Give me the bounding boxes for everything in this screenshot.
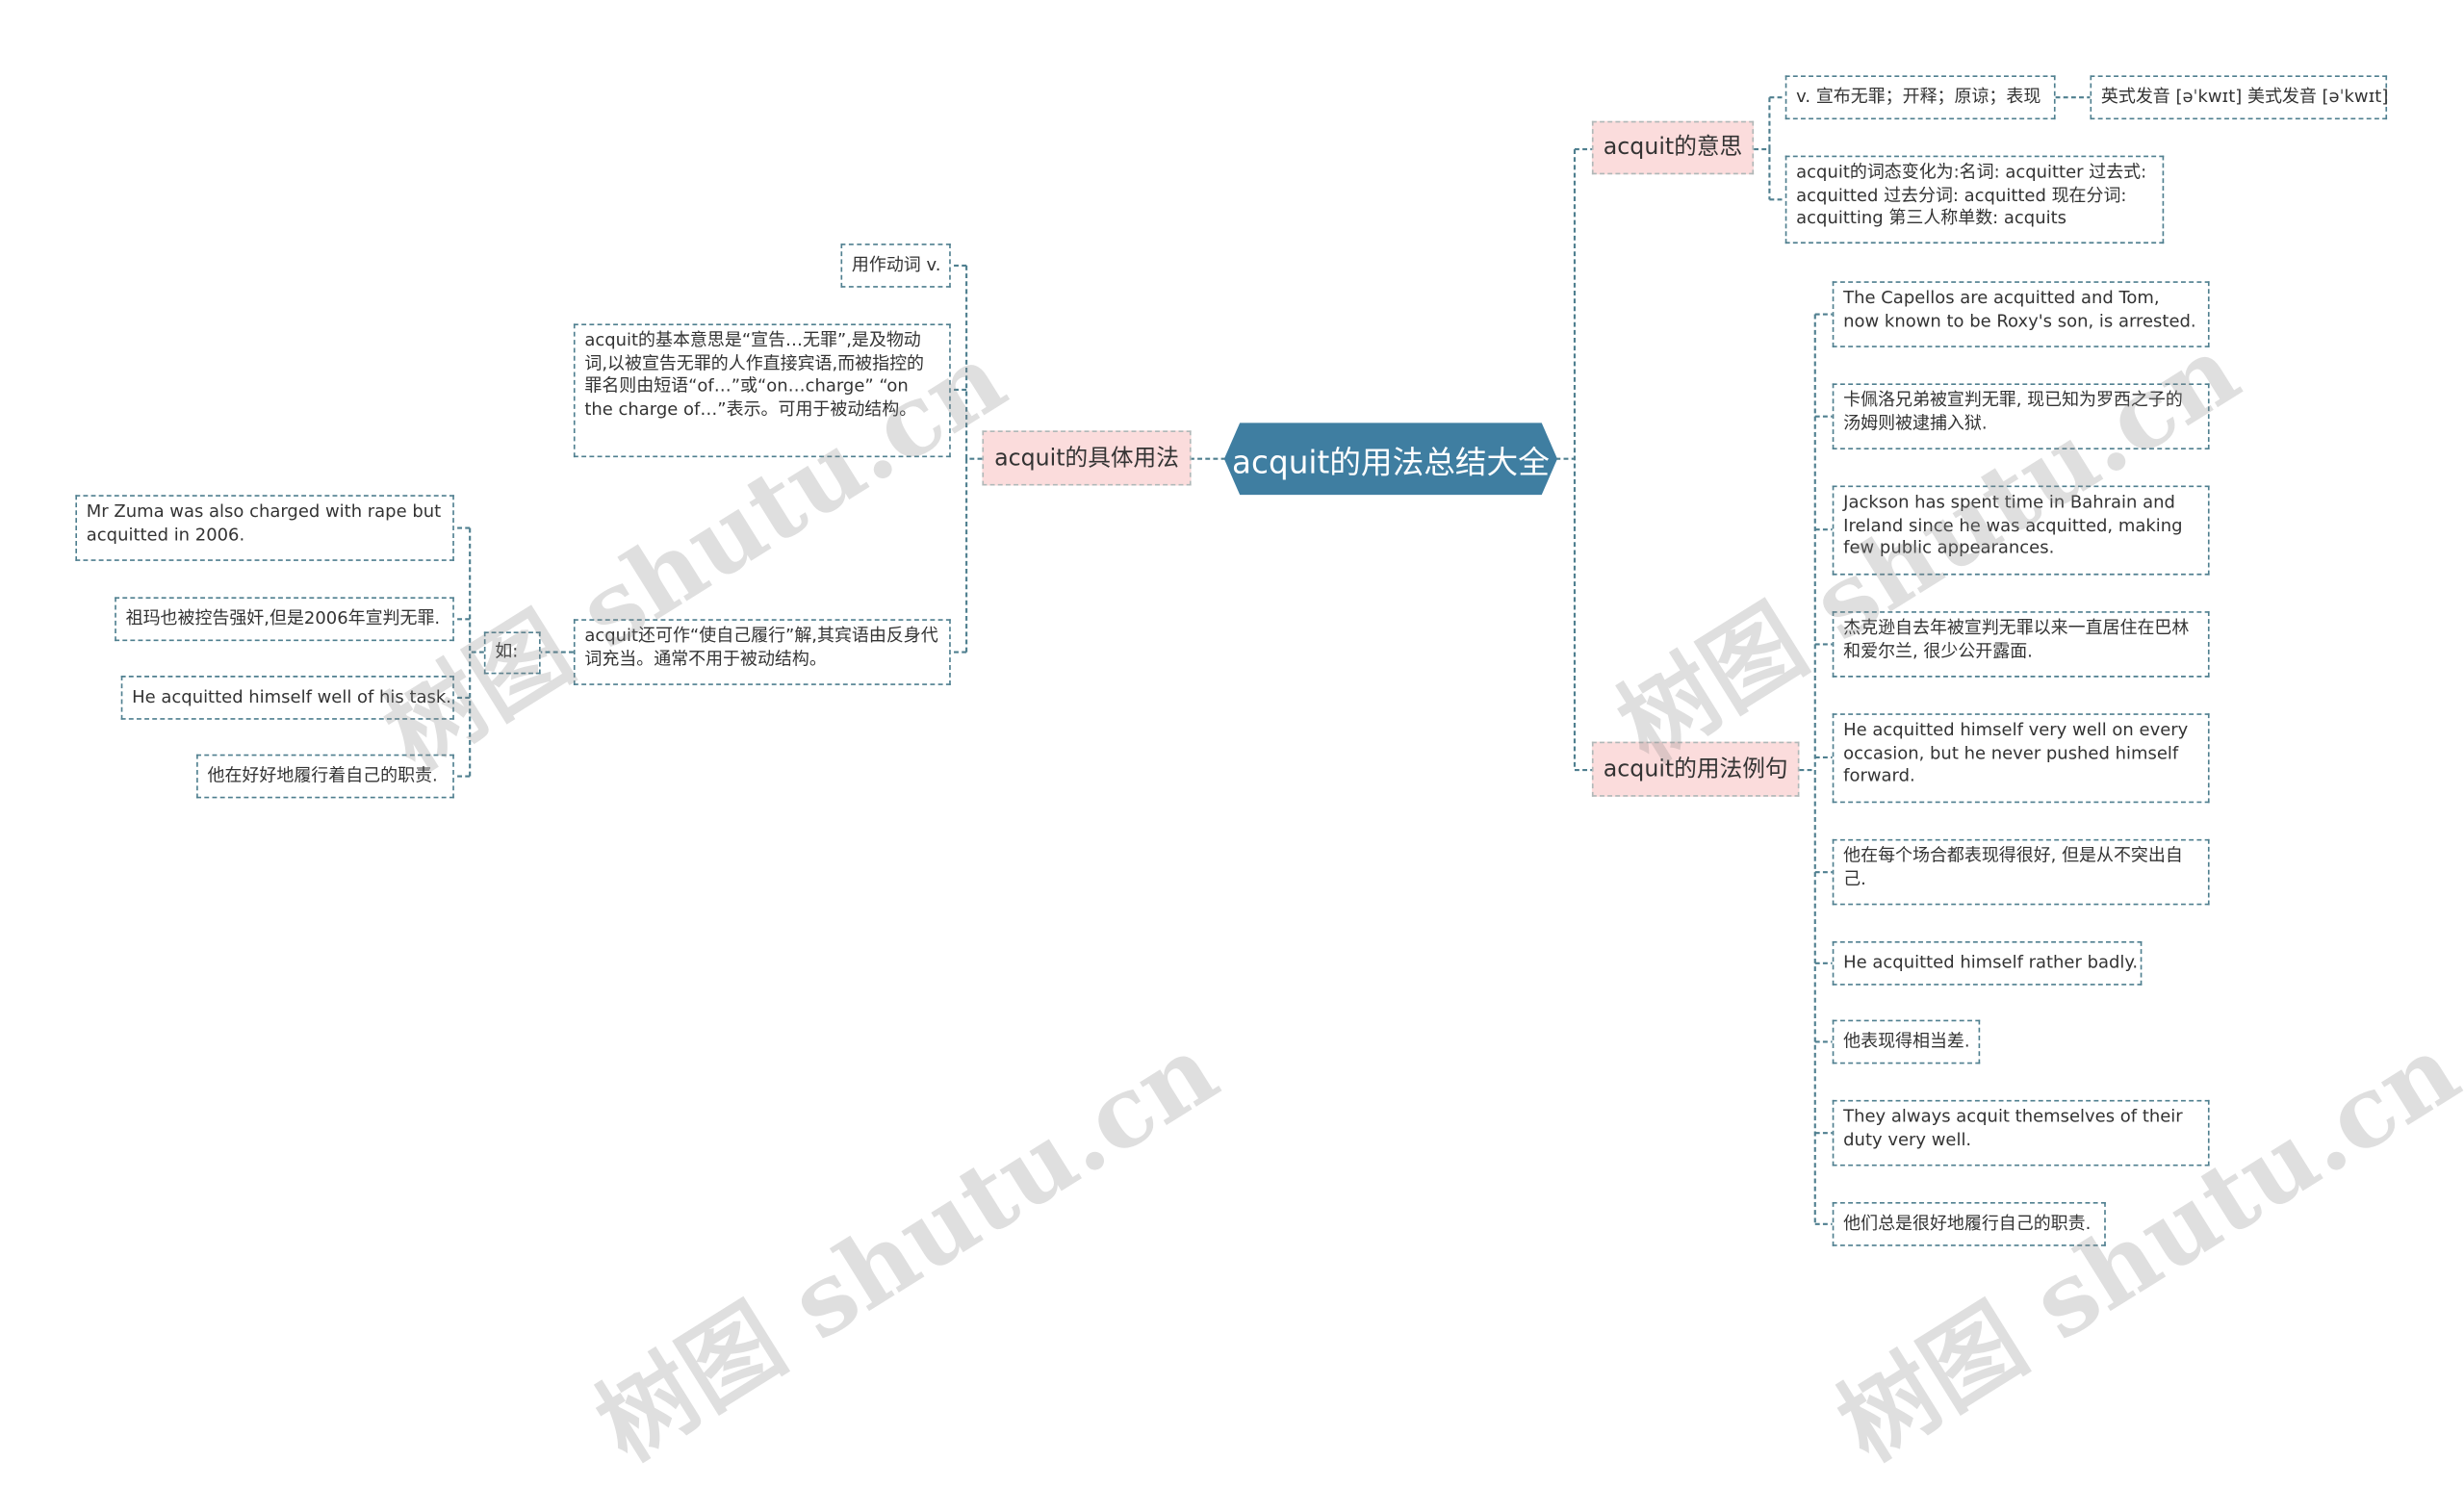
example-sentence-4[interactable]: 杰克逊自去年被宣判无罪以来一直居住在巴林和爱尔兰, 很少公开露面. [1832, 611, 2210, 678]
link-meaning-spine [1754, 97, 1771, 200]
root-node[interactable]: acquit的用法总结大全 [1223, 423, 1558, 496]
usage-reflexive[interactable]: acquit还可作“使自己履行”解,其宾语由反身代词充当。通常不用于被动结构。 [573, 619, 951, 685]
mindmap-canvas: acquit的用法总结大全 acquit的意思 v. 宣布无罪；开释；原谅；表现… [75, 75, 2464, 1483]
meaning-definition[interactable]: v. 宣布无罪；开释；原谅；表现 [1784, 75, 2056, 120]
usage-basic[interactable]: acquit的基本意思是“宣告…无罪”,是及物动词,以被宣告无罪的人作直接宾语,… [573, 323, 951, 458]
example-sentence-7[interactable]: He acquitted himself rather badly. [1832, 940, 2143, 986]
branch-usage-label: acquit的具体用法 [994, 445, 1179, 471]
example-sentence-10[interactable]: 他们总是很好地履行自己的职责. [1832, 1202, 2106, 1246]
link-examples-spine [1799, 314, 1816, 1224]
example-sentence-1[interactable]: The Capellos are acquitted and Tom, now … [1832, 281, 2210, 347]
link-usage-spine [965, 265, 983, 653]
branch-meaning-label: acquit的意思 [1603, 135, 1743, 161]
connector-lines [453, 96, 2091, 1225]
usage-example-4[interactable]: 他在好好地履行着自己的职责. [196, 754, 454, 799]
example-sentence-6[interactable]: 他在每个场合都表现得很好, 但是从不突出自己. [1832, 838, 2210, 906]
root-shape [1223, 423, 1558, 496]
example-sentence-3[interactable]: Jackson has spent time in Bahrain and Ir… [1832, 485, 2210, 576]
root-label: acquit的用法总结大全 [1232, 442, 1550, 480]
usage-pos[interactable]: 用作动词 v. [840, 244, 951, 288]
usage-example-3[interactable]: He acquitted himself well of his task. [120, 676, 454, 720]
meaning-forms[interactable]: acquit的词态变化为:名词: acquitter 过去式: acquitte… [1784, 155, 2165, 244]
link-eg-spine [469, 527, 484, 777]
usage-eg-label[interactable]: 如: [483, 631, 541, 675]
example-sentence-2[interactable]: 卡佩洛兄弟被宣判无罪, 现已知为罗西之子的汤姆则被逮捕入狱. [1832, 383, 2210, 449]
usage-example-2[interactable]: 祖玛也被控告强奸,但是2006年宣判无罪. [115, 597, 454, 642]
branch-examples-label: acquit的用法例句 [1603, 756, 1788, 782]
branch-usage[interactable]: acquit的具体用法 [982, 430, 1192, 486]
example-sentence-5[interactable]: He acquitted himself very well on every … [1832, 713, 2210, 804]
branch-meaning[interactable]: acquit的意思 [1591, 120, 1755, 175]
meaning-pronunciation[interactable]: 英式发音 [əˈkwɪt] 美式发音 [əˈkwɪt] [2090, 75, 2388, 120]
example-sentence-9[interactable]: They always acquit themselves of their d… [1832, 1099, 2210, 1167]
example-sentence-8[interactable]: 他表现得相当差. [1832, 1019, 1981, 1064]
branch-examples[interactable]: acquit的用法例句 [1591, 741, 1800, 797]
usage-example-1[interactable]: Mr Zuma was also charged with rape but a… [75, 495, 454, 561]
